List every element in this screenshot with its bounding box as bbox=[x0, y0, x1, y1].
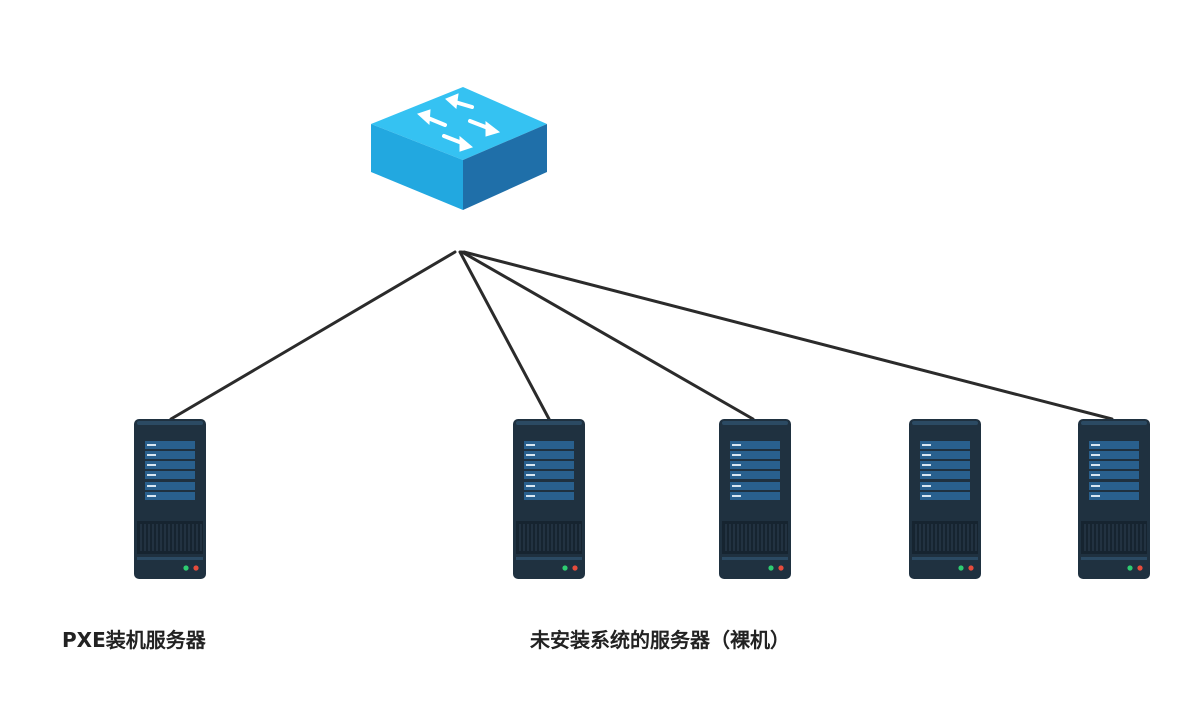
link-switch-server-1 bbox=[458, 250, 551, 421]
connections bbox=[169, 250, 1114, 421]
server-icon-pxe bbox=[134, 419, 206, 579]
link-switch-server-4 bbox=[462, 250, 1114, 421]
server-icon-bare-4 bbox=[1078, 419, 1150, 579]
server-icon-bare-1 bbox=[513, 419, 585, 579]
bare-metal-servers-label: 未安装系统的服务器（裸机） bbox=[530, 628, 790, 652]
link-switch-pxe bbox=[169, 250, 457, 421]
network-switch-icon bbox=[371, 87, 547, 210]
link-switch-server-2 bbox=[460, 250, 755, 421]
server-icon-bare-2 bbox=[719, 419, 791, 579]
pxe-server-label: PXE装机服务器 bbox=[62, 628, 206, 652]
server-icon-bare-3 bbox=[909, 419, 981, 579]
